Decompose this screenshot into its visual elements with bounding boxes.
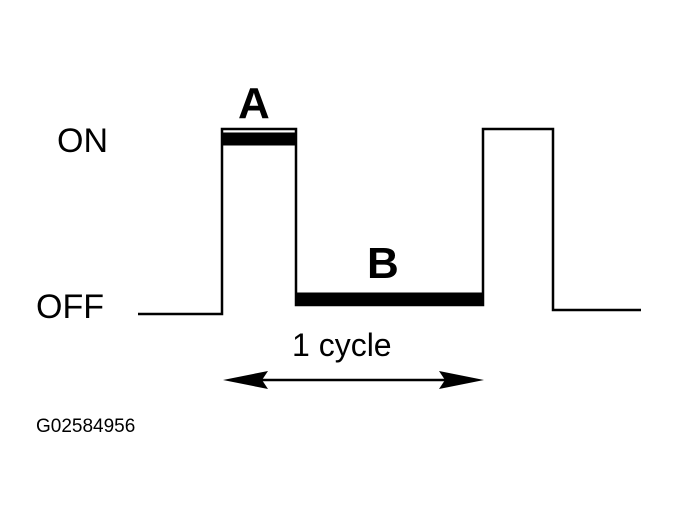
off-label: OFF [36,288,104,326]
segment-b-label: B [367,239,399,288]
segment-a-label: A [238,79,270,128]
arrow-right-head-icon [439,371,484,389]
figure-code: G02584956 [36,416,135,437]
on-label: ON [57,122,108,160]
cycle-span-arrow [223,371,484,389]
arrow-left-head-icon [223,371,268,389]
cycle-label: 1 cycle [292,327,392,363]
